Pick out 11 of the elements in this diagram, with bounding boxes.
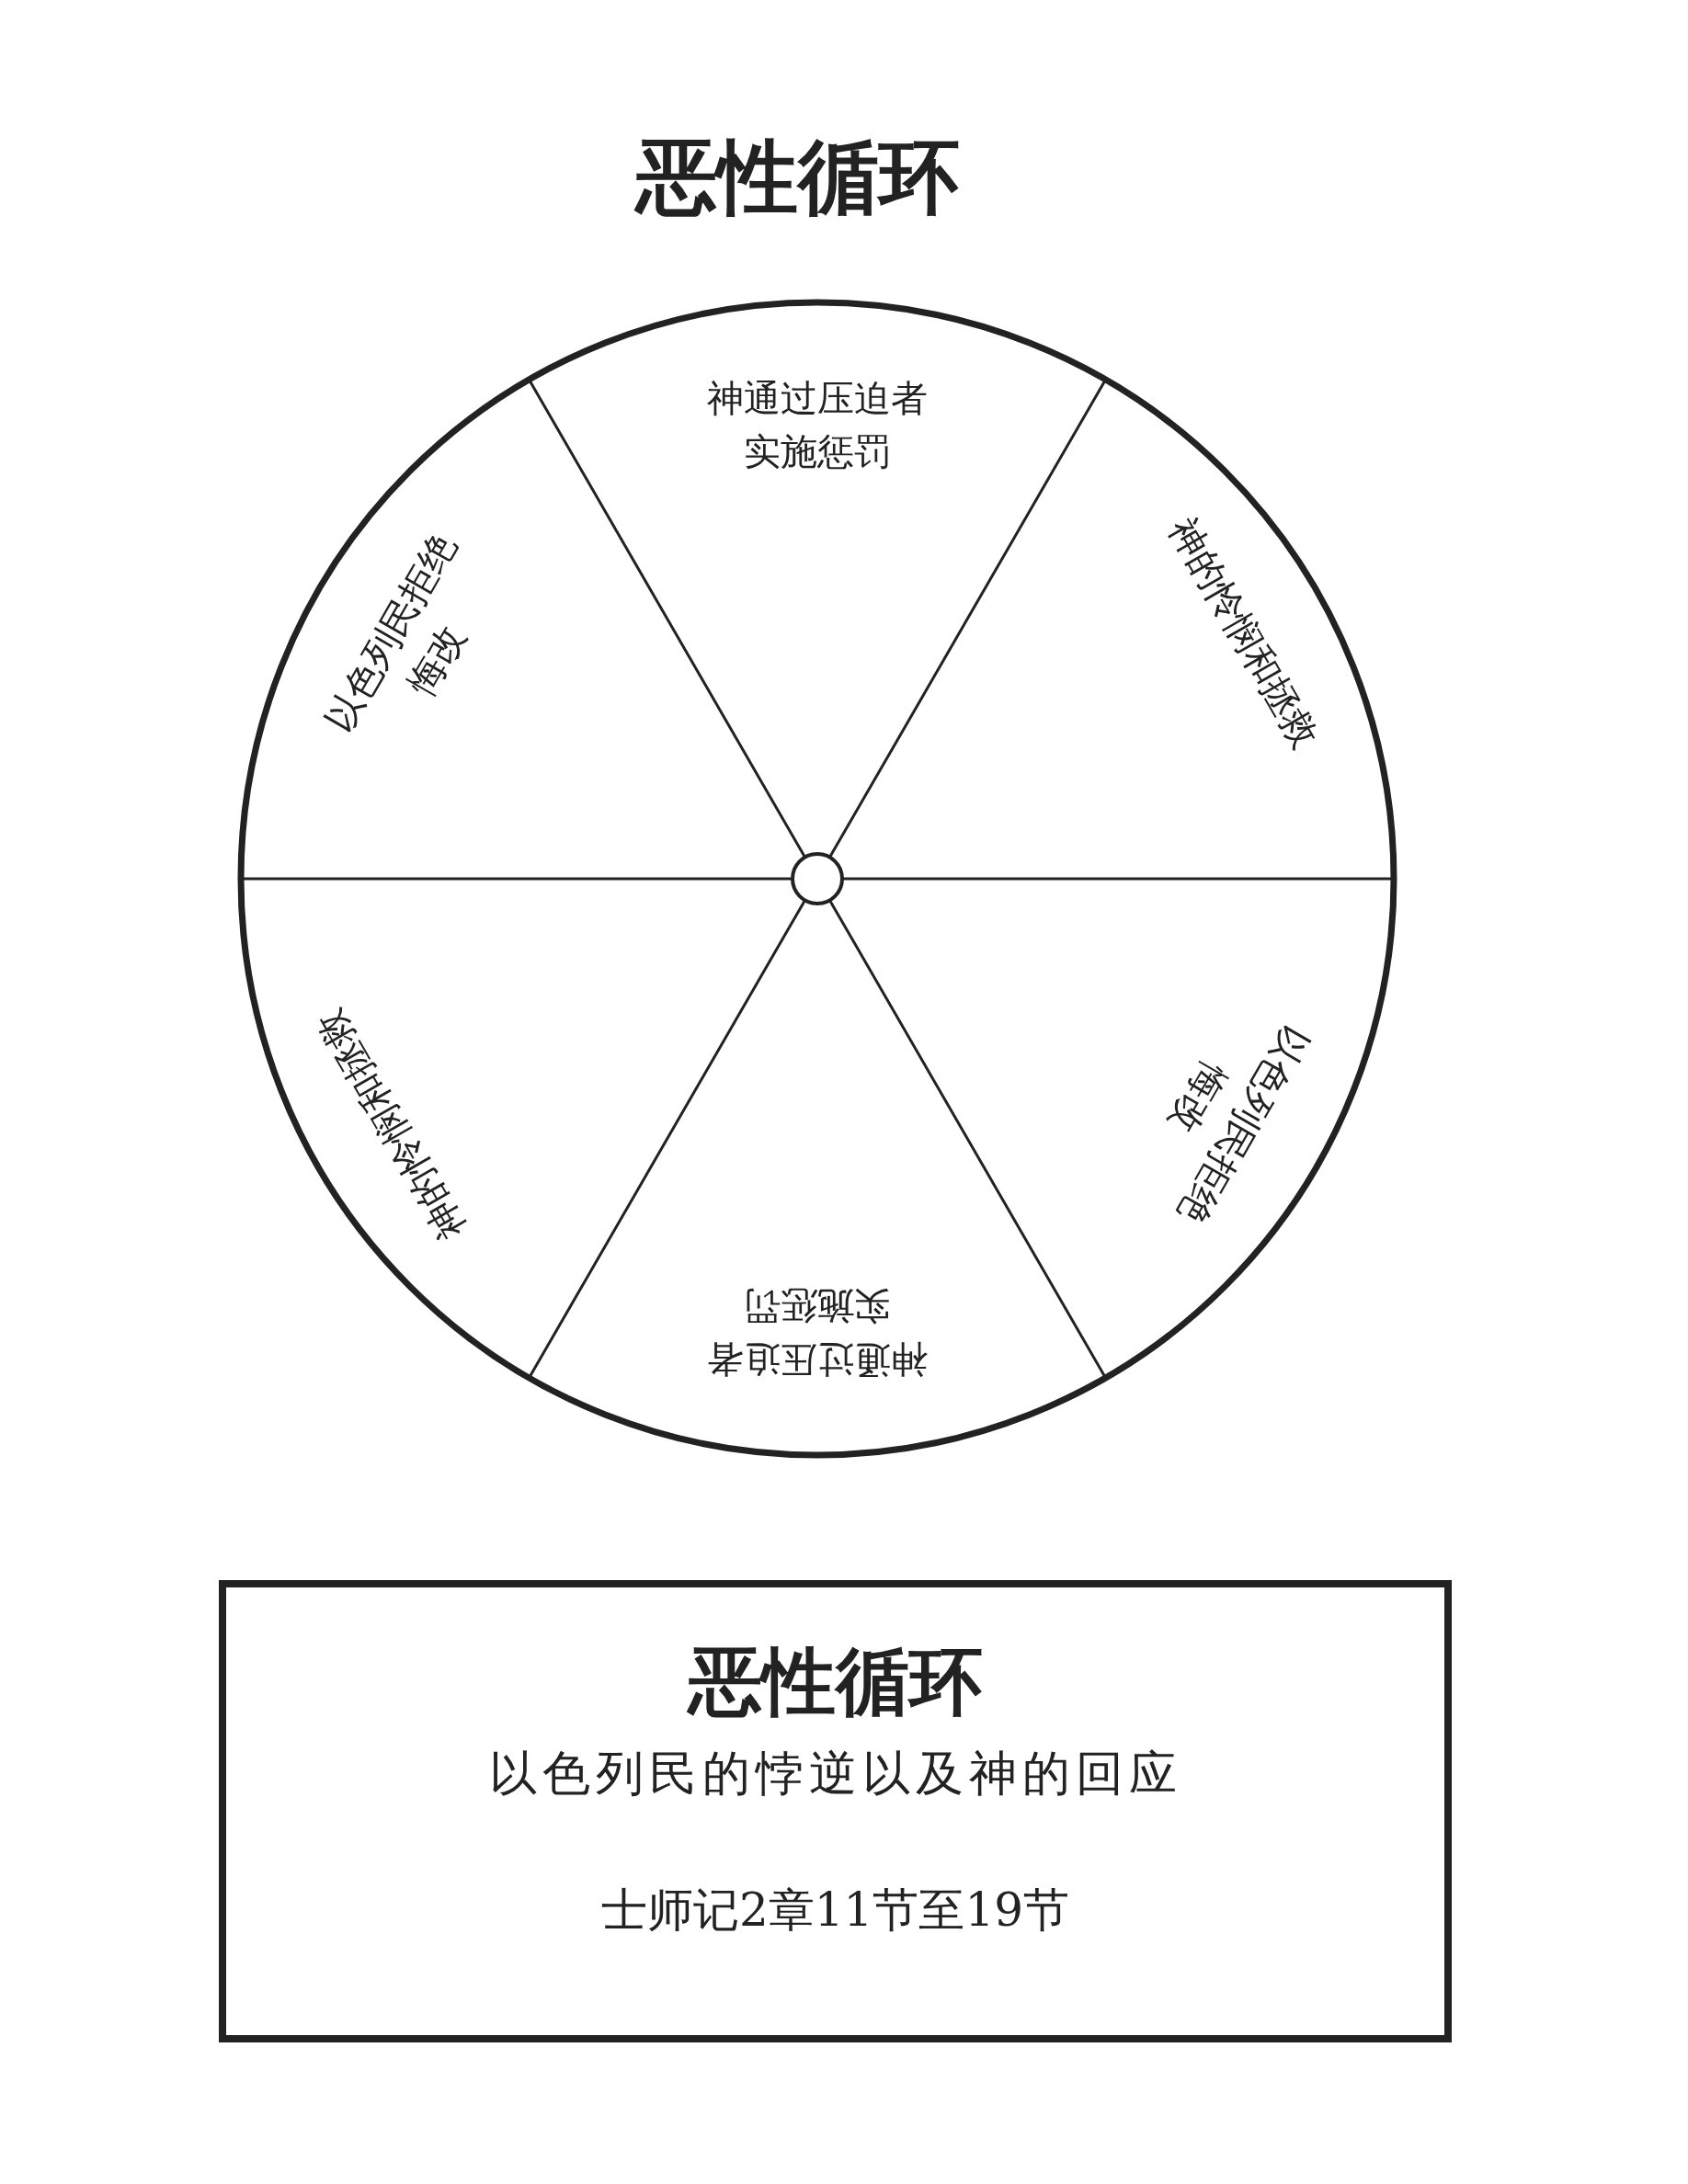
sector-label: 神的怜悯和拯救 xyxy=(1102,495,1339,797)
sector-label: 以色列民拒绝悔改 xyxy=(310,519,519,773)
sector-label: 神通过压迫者实施惩罚 xyxy=(698,1279,937,1386)
sector-label: 神的怜悯和拯救 xyxy=(296,961,532,1262)
panel-subtitle: 以色列民的悖逆以及神的回应 xyxy=(488,1745,1182,1803)
sector-label: 以色列民拒绝悔改 xyxy=(1116,984,1325,1238)
scripture-reference: 士师记2章11节至19节 xyxy=(600,1883,1070,1939)
caption-panel xyxy=(219,1580,1452,2042)
sector-label: 神通过压迫者实施惩罚 xyxy=(698,371,937,479)
panel-heading: 恶性循环 xyxy=(688,1637,983,1726)
page-title: 恶性循环 xyxy=(0,129,1596,226)
